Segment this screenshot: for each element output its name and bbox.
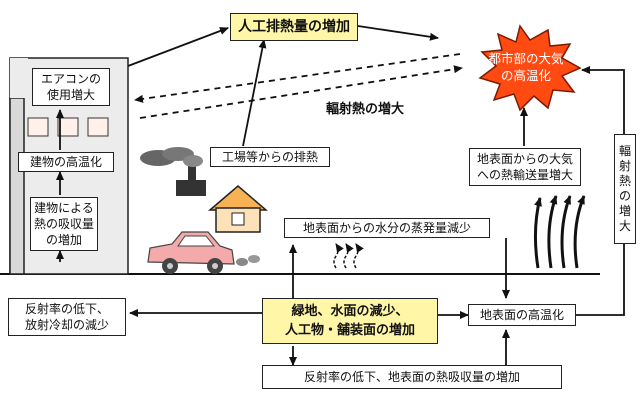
artificial-heat-box: 人工排熱量の増加: [230, 13, 358, 41]
house-illustration: [207, 185, 269, 233]
ground-absorb-box: 反射率の低下、地表面の熱吸収量の増加: [262, 365, 562, 389]
radiation-vertical-box: 輻 射 熱 の 増 大: [614, 134, 636, 244]
factory-illustration: [140, 147, 206, 196]
heat-explosion-shape: [478, 24, 582, 112]
green-loss-box: 緑地、水面の減少、 人工物・舗装面の増加: [262, 298, 438, 344]
radiation-increase-label: 輻射熱の増大: [326, 102, 405, 117]
building-heat-box: 建物の高温化: [18, 152, 114, 172]
ground-heat-box: 地表面の高温化: [468, 304, 576, 326]
radiation-dashed-arrows: [134, 53, 463, 119]
factory-heat-box: 工場等からの排熱: [210, 147, 330, 167]
urban-heat-label: 都市部の大気 の高温化: [488, 51, 564, 83]
car-illustration: [147, 231, 260, 274]
aircon-box: エアコンの 使用増大: [32, 68, 110, 106]
reflect-low-box: 反射率の低下、 放射冷却の減少: [8, 298, 126, 336]
heat-transport-box: 地表面からの大気 への熱輸送量増大: [469, 148, 581, 186]
radiation-vertical-label: 輻 射 熱 の 増 大: [618, 144, 631, 233]
evaporation-box: 地表面からの水分の蒸発量減少: [284, 218, 490, 238]
building-absorb-box: 建物による 熱の吸収量 の増加: [30, 197, 98, 251]
heat-rising-arrows: [533, 195, 586, 269]
evaporation-arrows: [333, 243, 364, 269]
